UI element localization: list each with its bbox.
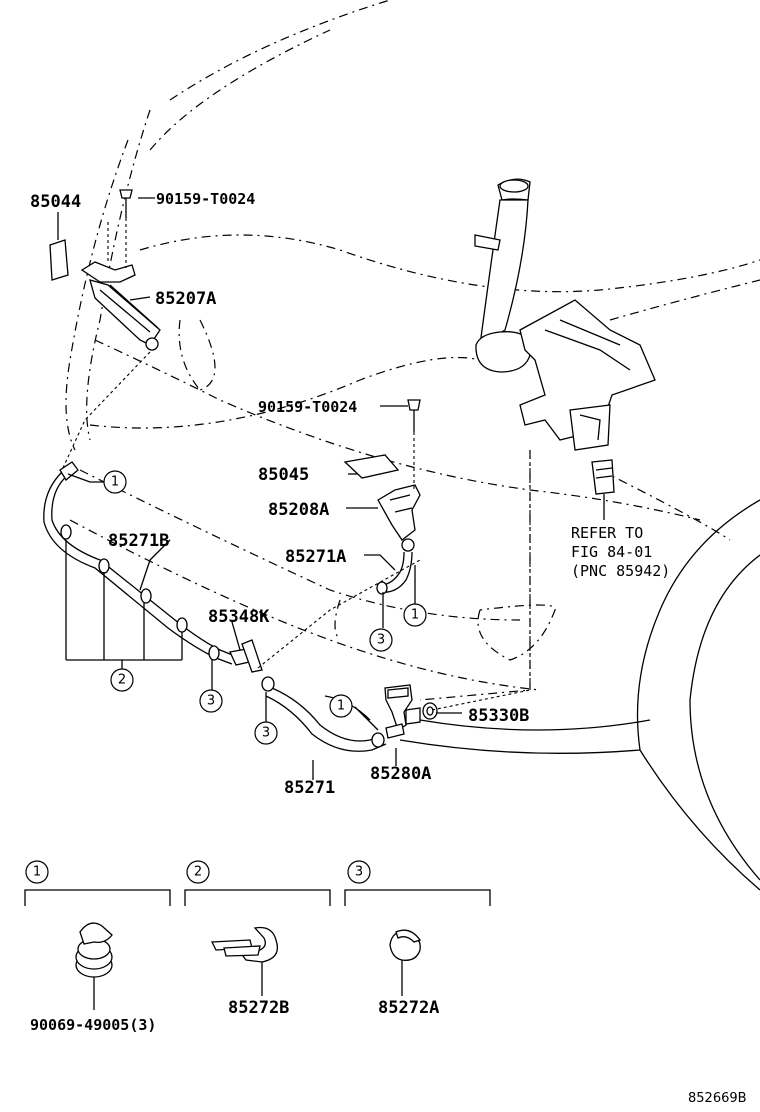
callout-3-c: 3 bbox=[254, 721, 278, 745]
label-85207A: 85207A bbox=[155, 289, 216, 309]
label-90159-upper: 90159-T0024 bbox=[156, 190, 255, 208]
svg-text:3: 3 bbox=[207, 694, 215, 709]
label-90069: 90069-49005(3) bbox=[30, 1016, 156, 1034]
hose-85271A bbox=[376, 551, 413, 595]
legend-callout-2: 2 bbox=[186, 860, 210, 884]
label-90159-lower: 90159-T0024 bbox=[258, 398, 357, 416]
callout-3-a: 3 bbox=[369, 628, 393, 652]
label-85271: 85271 bbox=[284, 778, 335, 798]
washer-level-switch bbox=[591, 459, 615, 505]
callout-2-a: 2 bbox=[110, 668, 134, 692]
label-85272A: 85272A bbox=[378, 998, 439, 1018]
legend-callout-1: 1 bbox=[25, 860, 49, 884]
grommet-85330B bbox=[422, 702, 438, 720]
svg-text:1: 1 bbox=[411, 608, 419, 623]
svg-text:3: 3 bbox=[262, 726, 270, 741]
legend-brackets bbox=[24, 889, 491, 906]
svg-text:2: 2 bbox=[194, 865, 202, 880]
label-85271B: 85271B bbox=[108, 531, 169, 551]
reference-line-2: FIG 84-01 bbox=[571, 543, 652, 561]
label-85208A: 85208A bbox=[268, 500, 329, 520]
svg-text:1: 1 bbox=[111, 475, 119, 490]
callout-3-b: 3 bbox=[199, 689, 223, 713]
legend-callout-3: 3 bbox=[347, 860, 371, 884]
svg-text:2: 2 bbox=[118, 673, 126, 688]
svg-text:1: 1 bbox=[33, 865, 41, 880]
label-85045: 85045 bbox=[258, 465, 309, 485]
callout-1-a: 1 bbox=[103, 470, 127, 494]
hose-clip-90069 bbox=[75, 922, 113, 1010]
fender-outline bbox=[399, 499, 760, 891]
label-85330B: 85330B bbox=[468, 706, 529, 726]
headlamp-washer-nozzle-center bbox=[343, 399, 421, 552]
washer-pump-85280A bbox=[384, 684, 421, 739]
hose-clamp-85272A bbox=[389, 929, 422, 996]
joint-85348K bbox=[229, 639, 263, 673]
label-85271A: 85271A bbox=[285, 547, 346, 567]
leader-lines bbox=[57, 197, 605, 780]
hose-85271 bbox=[261, 676, 387, 752]
diagram-code: 852669B bbox=[688, 1091, 747, 1106]
vehicle-body-outline bbox=[65, 0, 760, 701]
reference-line-1: REFER TO bbox=[571, 524, 643, 542]
headlamp-washer-nozzle-left bbox=[49, 189, 161, 351]
hose-clamp-85272B bbox=[210, 926, 279, 996]
label-85280A: 85280A bbox=[370, 764, 431, 784]
label-85348K: 85348K bbox=[208, 607, 270, 627]
svg-text:3: 3 bbox=[355, 865, 363, 880]
svg-text:1: 1 bbox=[337, 699, 345, 714]
callout-1-b: 1 bbox=[403, 603, 427, 627]
callout-1-c: 1 bbox=[329, 694, 353, 718]
hose-85271B bbox=[43, 461, 236, 665]
svg-text:3: 3 bbox=[377, 633, 385, 648]
washer-tank bbox=[474, 178, 656, 451]
label-85272B: 85272B bbox=[228, 998, 289, 1018]
reference-line-3: (PNC 85942) bbox=[571, 562, 670, 580]
label-85044: 85044 bbox=[30, 192, 81, 212]
